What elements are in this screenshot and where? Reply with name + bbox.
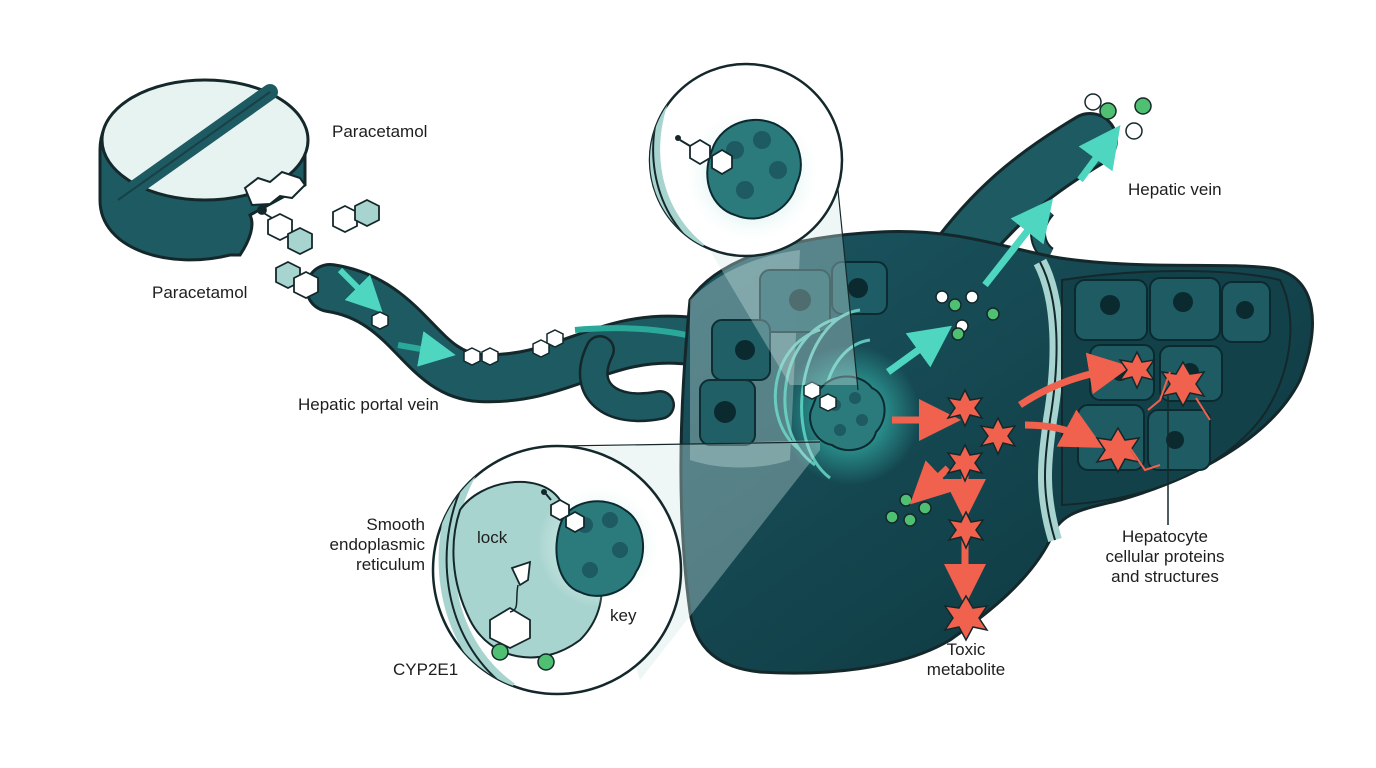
hepatic-vein-label: Hepatic vein [1128,180,1222,199]
hepatocyte-line-3: and structures [1111,567,1219,586]
zoom-inset-enzyme [648,62,844,258]
smooth-er-line-1: Smooth [366,515,425,534]
smooth-er-line-3: reticulum [356,555,425,574]
metabolite-dots [1084,93,1152,140]
smooth-er-line-2: endoplasmic [329,535,425,554]
cyp2e1-label: CYP2E1 [393,660,459,679]
molecule-icon [371,311,564,366]
molecule-icon [803,381,837,412]
tablet-icon [98,78,310,262]
hepatocyte-label: Hepatocyte cellular proteins and structu… [1090,527,1240,587]
toxic-star-icon [946,350,1206,550]
toxic-metabolite-line-2: metabolite [926,660,1006,679]
hepatic-vein [932,93,1152,280]
toxic-metabolite-label: Toxic metabolite [906,640,1026,680]
metabolite-dots [885,290,1000,527]
hepatocyte-line-2: cellular proteins [1105,547,1225,566]
lock-label: lock [477,528,508,547]
molecule-icon [257,198,380,300]
paracetamol-label: Paracetamol [332,122,428,141]
liver [679,198,1314,675]
toxic-metabolite-line-1: Toxic [946,640,986,659]
hepatocyte-line-1: Hepatocyte [1122,527,1208,546]
smooth-er-label: Smooth endoplasmic reticulum [300,515,425,575]
toxic-star-icon [943,594,989,642]
key-label: key [610,606,637,625]
hepatic-portal-vein-label: Hepatic portal vein [298,395,439,414]
zoom-inset-lock-and-key [431,444,683,696]
paracetamol-label-left: Paracetamol [152,283,248,302]
